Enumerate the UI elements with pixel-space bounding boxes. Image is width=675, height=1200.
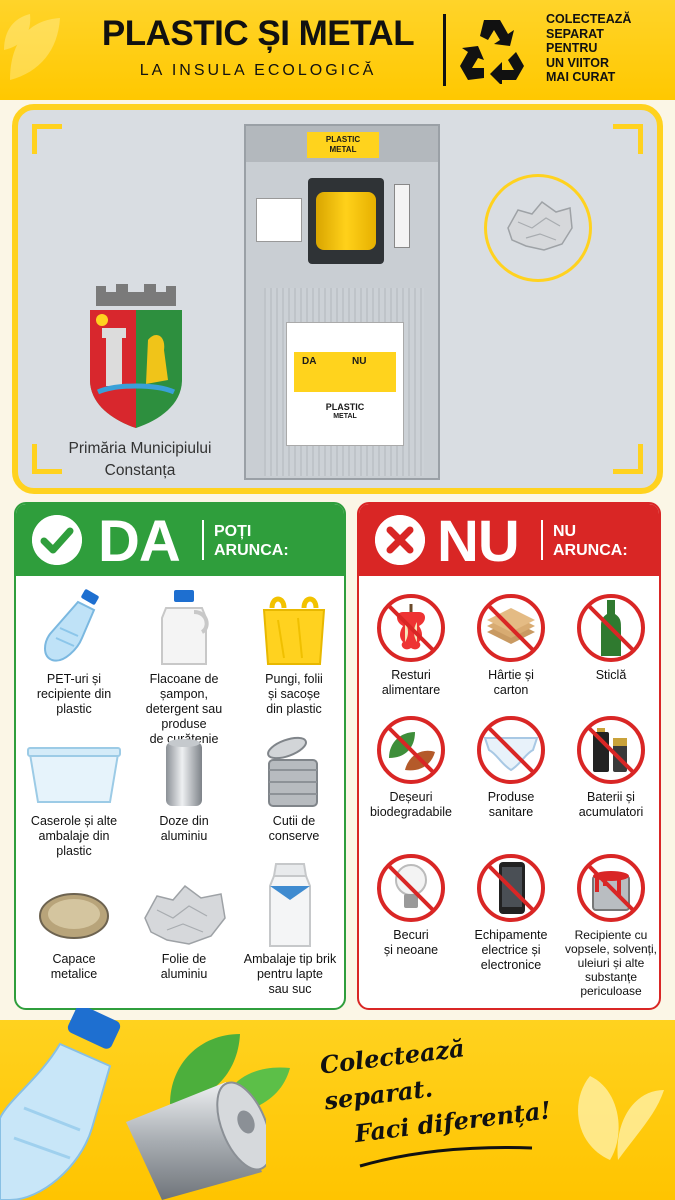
coat-of-arms-icon (90, 284, 182, 428)
aluminium-foil-icon (144, 884, 226, 945)
allowed-item: Pungi, folii și sacoșe din plastic (246, 588, 342, 717)
glass-bottle-icon (577, 594, 645, 662)
recycle-icon (460, 20, 524, 84)
check-icon (32, 515, 82, 565)
forbidden-title: NU (437, 509, 520, 574)
leaves-icon (377, 716, 445, 784)
frame-corner (613, 444, 643, 474)
header-banner (0, 0, 675, 100)
apple-core-icon (377, 594, 445, 662)
collection-machine: PLASTIC METAL DA NU PLASTIC METAL (244, 124, 440, 480)
pet-bottle-icon (44, 589, 99, 662)
forbidden-item: Deșeuri biodegradabile (361, 714, 461, 820)
header-slogan: COLECTEAZĂ SEPARAT PENTRU UN VIITOR MAI … (546, 12, 632, 84)
sticker-label: PLASTIC METAL (325, 402, 365, 420)
underline-swoosh (359, 1146, 533, 1168)
allowed-title: DA (98, 509, 181, 574)
allowed-items-panel: DA POȚI ARUNCA: PET-uri și recipiente di… (14, 502, 346, 1010)
forbidden-item: Hârtie și carton (461, 592, 561, 698)
allowed-item: Capace metalice (24, 886, 124, 982)
machine-drum (316, 192, 376, 250)
allowed-item: Cutii de conserve (246, 736, 342, 844)
municipality-caption: Primăria Municipiului Constanța (68, 440, 212, 479)
machine-scanner (394, 184, 410, 248)
foil-highlight (484, 174, 592, 282)
allowed-item: Doze din aluminiu (134, 736, 234, 844)
allowed-item: Flacoane de șampon, detergent sau produs… (124, 588, 244, 747)
plastic-container-icon (27, 747, 121, 803)
metal-cap-icon (39, 893, 109, 939)
paint-can-icon (577, 854, 645, 922)
allowed-item: Folie de aluminiu (134, 882, 234, 982)
page-title: PLASTIC ȘI METAL (101, 14, 415, 53)
machine-photo: PLASTIC METAL DA NU PLASTIC METAL Prim (12, 104, 663, 494)
aluminium-foil-icon (507, 200, 573, 251)
allowed-item: PET-uri și recipiente din plastic (24, 588, 124, 717)
machine-notice (256, 198, 302, 242)
page-subtitle: LA INSULA ECOLOGICĂ (139, 62, 377, 79)
battery-icon (577, 716, 645, 784)
forbidden-subtitle: NU ARUNCA: (553, 523, 628, 559)
leaf-decoration-icon (4, 14, 60, 80)
machine-label: PLASTIC METAL (307, 132, 379, 158)
frame-corner (32, 124, 62, 154)
sticker-da-nu: DA NU (294, 352, 396, 392)
x-icon (375, 515, 425, 565)
forbidden-item: Echipamente electrice și electronice (461, 852, 561, 973)
diaper-icon (477, 716, 545, 784)
forbidden-item: Becuri și neoane (361, 852, 461, 958)
frame-corner (32, 444, 62, 474)
frame-corner (613, 124, 643, 154)
forbidden-item: Produse sanitare (461, 714, 561, 820)
detergent-bottle-icon (161, 590, 209, 665)
forbidden-item: Sticlă (561, 592, 659, 683)
leaf-decoration-icon (578, 1076, 664, 1160)
aluminium-can-icon (166, 739, 202, 806)
light-bulb-icon (377, 854, 445, 922)
milk-carton-icon (269, 863, 311, 947)
plastic-bag-icon (262, 596, 326, 665)
cardboard-icon (477, 594, 545, 662)
allowed-item: Ambalaje tip brik pentru lapte sau suc (236, 860, 344, 997)
forbidden-items-panel: NU NU ARUNCA: Resturi alimentare H (357, 502, 661, 1010)
aluminium-can-icon (126, 1081, 266, 1200)
forbidden-item: Baterii și acumulatori (561, 714, 659, 820)
allowed-subtitle: POȚI ARUNCA: (214, 523, 289, 559)
tin-can-icon (267, 736, 318, 807)
forbidden-item: Recipiente cu vopsele, solvenți, uleiuri… (561, 852, 659, 998)
allowed-item: Caserole și alte ambalaje din plastic (24, 740, 124, 859)
allowed-header: DA POȚI ARUNCA: (16, 504, 344, 576)
header-divider (443, 14, 446, 86)
footer-banner (0, 1020, 675, 1200)
phone-icon (477, 854, 545, 922)
forbidden-item: Resturi alimentare (361, 592, 461, 698)
forbidden-header: NU NU ARUNCA: (359, 504, 659, 576)
